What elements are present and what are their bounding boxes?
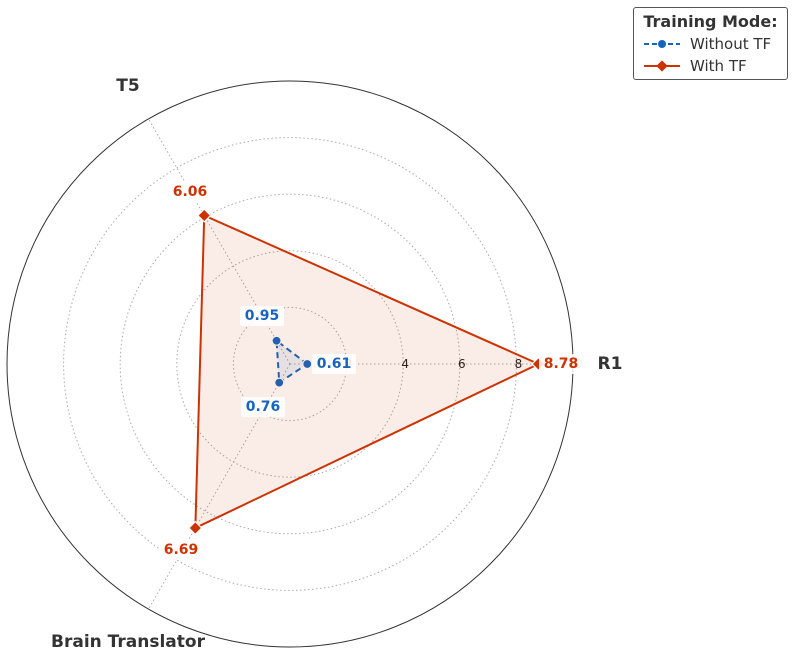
value-label-bg-with-tf [168, 182, 212, 202]
axis-label: Brain Translator [51, 632, 206, 652]
spoke-2 [148, 363, 291, 610]
grid-circle-6 [119, 193, 461, 535]
value-label-bg-with-tf [539, 354, 583, 374]
data-point-without-tf [271, 335, 282, 346]
grid-circle-8 [63, 137, 517, 591]
data-point-with-tf [188, 520, 203, 536]
legend-item-with-tf: With TF [642, 56, 747, 76]
legend-title: Training Mode: [643, 12, 778, 31]
series-fill-with-tf [195, 215, 539, 528]
value-label-without-tf: 0.76 [246, 399, 281, 415]
spoke-1 [148, 118, 291, 365]
value-label-with-tf: 6.06 [173, 184, 208, 200]
value-label-with-tf: 6.69 [164, 542, 199, 558]
value-label-without-tf: 0.95 [245, 308, 280, 324]
radial-grid [63, 118, 573, 610]
legend-label-without-tf: Without TF [690, 35, 772, 53]
series-line-with-tf [194, 213, 541, 530]
value-label-bg-without-tf [312, 354, 356, 374]
data-point-without-tf [274, 377, 285, 388]
r-tick-label: 8 [515, 357, 523, 371]
data-point-with-tf [197, 208, 212, 223]
value-label-bg-with-tf [159, 540, 203, 560]
legend-label-with-tf: With TF [690, 57, 747, 75]
legend-marker-with-tf [644, 60, 680, 72]
legend-item-without-tf: Without TF [642, 34, 771, 54]
axis-label: R1 [598, 354, 623, 374]
legend: Training Mode: Without TF With TF [633, 7, 788, 80]
value-label-bg-without-tf [241, 397, 285, 417]
value-label-without-tf: 0.61 [317, 356, 352, 372]
r-tick-label: 6 [458, 357, 466, 371]
series-fill-without-tf [276, 340, 308, 383]
r-tick-label: 4 [401, 357, 409, 371]
value-label-bg-without-tf [240, 306, 284, 326]
legend-marker-without-tf [644, 40, 680, 48]
axis-label: T5 [116, 76, 139, 96]
data-point-without-tf [302, 358, 313, 370]
value-label-with-tf: 8.78 [544, 356, 579, 372]
